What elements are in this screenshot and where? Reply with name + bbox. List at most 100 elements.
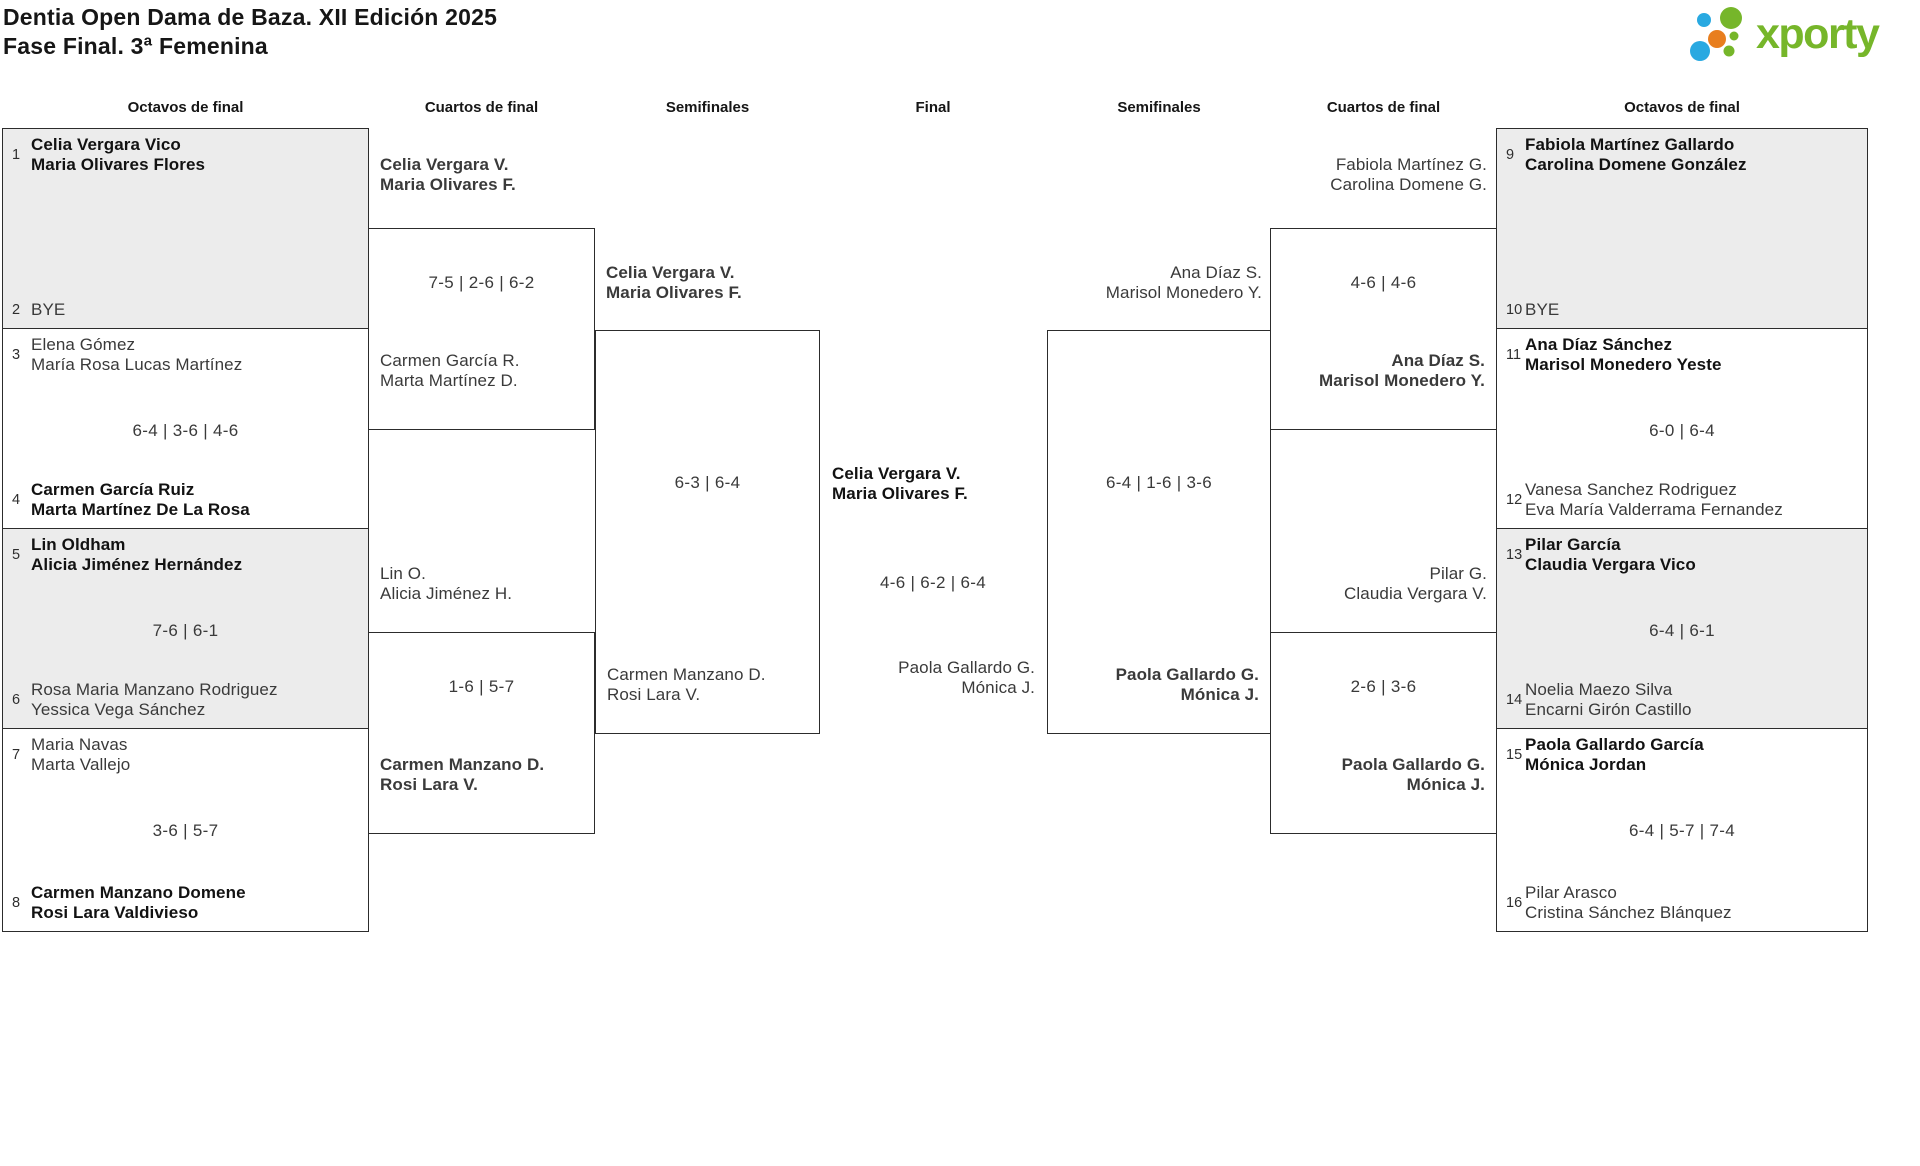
round-header-semis-right: Semifinales xyxy=(1117,99,1201,116)
round-header-final: Final xyxy=(915,99,951,116)
match-score: 2-6 | 3-6 xyxy=(1350,677,1417,696)
advancing-team-label: Celia Vergara V. Maria Olivares F. xyxy=(606,263,742,302)
team-name: Vanesa Sanchez Rodriguez Eva María Valde… xyxy=(1525,480,1783,519)
team-name: Carmen Manzano D. Rosi Lara V. xyxy=(380,755,545,794)
match-box-r16-3: 5 Lin Oldham Alicia Jiménez Hernández 7-… xyxy=(2,528,369,729)
match-score: 7-5 | 2-6 | 6-2 xyxy=(428,273,535,292)
match-score: 6-4 | 1-6 | 3-6 xyxy=(1106,473,1212,492)
team-slot: 5 Lin Oldham Alicia Jiménez Hernández xyxy=(3,535,362,575)
seed-number: 1 xyxy=(12,147,21,163)
team-name: Maria Navas Marta Vallejo xyxy=(31,735,131,774)
seed-number: 2 xyxy=(12,302,21,318)
match-score: 1-6 | 5-7 xyxy=(448,677,515,696)
final-score: 4-6 | 6-2 | 6-4 xyxy=(880,573,986,592)
team-name: Carmen García R. Marta Martínez D. xyxy=(380,351,520,390)
seed-number: 15 xyxy=(1506,747,1523,763)
round-header-octavos-right: Octavos de final xyxy=(1624,99,1740,116)
team-name: Lin Oldham Alicia Jiménez Hernández xyxy=(31,535,243,574)
team-slot: 14 Noelia Maezo Silva Encarni Girón Cast… xyxy=(1497,680,1861,720)
team-slot: 1 Celia Vergara Vico Maria Olivares Flor… xyxy=(3,135,362,175)
team-name: Carmen García Ruiz Marta Martínez De La … xyxy=(31,480,250,519)
team-slot: 13 Pilar García Claudia Vergara Vico xyxy=(1497,535,1861,575)
team-slot: 6 Rosa Maria Manzano Rodriguez Yessica V… xyxy=(3,680,362,720)
round-header-cuartos-right: Cuartos de final xyxy=(1326,99,1441,116)
match-box-qf-3: 4-6 | 4-6 Ana Díaz S. Marisol Monedero Y… xyxy=(1270,228,1497,430)
round-header-semis-left: Semifinales xyxy=(665,99,750,116)
seed-number: 4 xyxy=(12,492,21,508)
team-name: Paola Gallardo García Mónica Jordan xyxy=(1525,735,1704,774)
match-score: 6-4 | 5-7 | 7-4 xyxy=(1629,821,1735,840)
seed-number: 3 xyxy=(12,347,21,363)
round-header-cuartos-left: Cuartos de final xyxy=(424,99,539,116)
match-box-qf-4: 2-6 | 3-6 Paola Gallardo G. Mónica J. xyxy=(1270,632,1497,834)
match-score: 4-6 | 4-6 xyxy=(1350,273,1417,292)
advancing-team-label: Celia Vergara V. Maria Olivares F. xyxy=(380,155,516,194)
team-name: Celia Vergara Vico Maria Olivares Flores xyxy=(31,135,206,174)
seed-number: 11 xyxy=(1506,347,1522,363)
team-slot: 11 Ana Díaz Sánchez Marisol Monedero Yes… xyxy=(1497,335,1861,375)
page-title: Dentia Open Dama de Baza. XII Edición 20… xyxy=(3,3,497,61)
team-name: Ana Díaz Sánchez Marisol Monedero Yeste xyxy=(1525,335,1722,374)
tournament-title: Dentia Open Dama de Baza. XII Edición 20… xyxy=(3,4,498,30)
match-score: 6-3 | 6-4 xyxy=(674,473,741,492)
team-name: Carmen Manzano D. Rosi Lara V. xyxy=(607,665,766,704)
team-slot: 8 Carmen Manzano Domene Rosi Lara Valdiv… xyxy=(3,883,362,923)
team-slot: 3 Elena Gómez María Rosa Lucas Martínez xyxy=(3,335,362,375)
logo-wordmark: xporty xyxy=(1756,10,1880,58)
match-box-r16-4: 7 Maria Navas Marta Vallejo 3-6 | 5-7 8 … xyxy=(2,728,369,932)
team-name: Noelia Maezo Silva Encarni Girón Castill… xyxy=(1525,680,1692,719)
team-name: Pilar Arasco Cristina Sánchez Blánquez xyxy=(1525,883,1732,922)
team-slot: 16 Pilar Arasco Cristina Sánchez Blánque… xyxy=(1497,883,1861,923)
match-box-r16-7: 13 Pilar García Claudia Vergara Vico 6-4… xyxy=(1496,528,1868,729)
round-header-octavos-left: Octavos de final xyxy=(127,99,244,116)
match-score: 3-6 | 5-7 xyxy=(152,821,219,840)
team-name: Rosa Maria Manzano Rodriguez Yessica Veg… xyxy=(31,680,278,719)
team-name: BYE xyxy=(31,300,66,319)
final-team-top: Celia Vergara V. Maria Olivares F. xyxy=(832,464,968,503)
seed-number: 5 xyxy=(12,547,21,563)
team-slot: 12 Vanesa Sanchez Rodriguez Eva María Va… xyxy=(1497,480,1861,520)
team-name: Paola Gallardo G. Mónica J. xyxy=(1341,755,1485,794)
advancing-team-label: Lin O. Alicia Jiménez H. xyxy=(380,564,513,603)
seed-number: 7 xyxy=(12,747,21,763)
match-box-r16-2: 3 Elena Gómez María Rosa Lucas Martínez … xyxy=(2,328,369,529)
seed-number: 8 xyxy=(12,895,21,911)
seed-number: 13 xyxy=(1506,547,1523,563)
final-team-bottom: Paola Gallardo G. Mónica J. xyxy=(898,658,1035,697)
match-box-qf-2: 1-6 | 5-7 Carmen Manzano D. Rosi Lara V. xyxy=(368,632,595,834)
logo-dots-icon xyxy=(1690,7,1742,61)
team-slot: 2 BYE xyxy=(3,300,362,320)
team-name: Paola Gallardo G. Mónica J. xyxy=(1115,665,1259,704)
match-box-sf-left: 6-3 | 6-4 Carmen Manzano D. Rosi Lara V. xyxy=(595,330,820,734)
team-name: Ana Díaz S. Marisol Monedero Y. xyxy=(1319,351,1485,390)
seed-number: 16 xyxy=(1506,895,1523,911)
team-slot: 15 Paola Gallardo García Mónica Jordan xyxy=(1497,735,1861,775)
seed-number: 9 xyxy=(1506,147,1515,163)
match-box-qf-1: 7-5 | 2-6 | 6-2 Carmen García R. Marta M… xyxy=(368,228,595,430)
advancing-team-label: Fabiola Martínez G. Carolina Domene G. xyxy=(1330,155,1487,194)
advancing-team-label: Ana Díaz S. Marisol Monedero Y. xyxy=(1105,263,1262,302)
match-score: 6-0 | 6-4 xyxy=(1649,421,1715,440)
match-score: 6-4 | 3-6 | 4-6 xyxy=(132,421,239,440)
team-name: Pilar García Claudia Vergara Vico xyxy=(1525,535,1696,574)
team-slot: 7 Maria Navas Marta Vallejo xyxy=(3,735,362,775)
team-name: Carmen Manzano Domene Rosi Lara Valdivie… xyxy=(31,883,246,922)
team-slot: 9 Fabiola Martínez Gallardo Carolina Dom… xyxy=(1497,135,1861,175)
match-box-r16-1: 1 Celia Vergara Vico Maria Olivares Flor… xyxy=(2,128,369,329)
team-name: BYE xyxy=(1525,300,1560,319)
seed-number: 10 xyxy=(1506,302,1523,318)
team-name: Fabiola Martínez Gallardo Carolina Domen… xyxy=(1525,135,1747,174)
match-box-sf-right: 6-4 | 1-6 | 3-6 Paola Gallardo G. Mónica… xyxy=(1047,330,1271,734)
team-name: Elena Gómez María Rosa Lucas Martínez xyxy=(31,335,243,374)
seed-number: 14 xyxy=(1506,692,1523,708)
seed-number: 6 xyxy=(12,692,21,708)
team-slot: 4 Carmen García Ruiz Marta Martínez De L… xyxy=(3,480,362,520)
match-box-r16-6: 11 Ana Díaz Sánchez Marisol Monedero Yes… xyxy=(1496,328,1868,529)
advancing-team-label: Pilar G. Claudia Vergara V. xyxy=(1344,564,1487,603)
match-score: 7-6 | 6-1 xyxy=(152,621,219,640)
xporty-logo: xporty xyxy=(1686,4,1918,68)
team-slot: 10 BYE xyxy=(1497,300,1861,320)
match-box-r16-5: 9 Fabiola Martínez Gallardo Carolina Dom… xyxy=(1496,128,1868,329)
seed-number: 12 xyxy=(1506,492,1523,508)
